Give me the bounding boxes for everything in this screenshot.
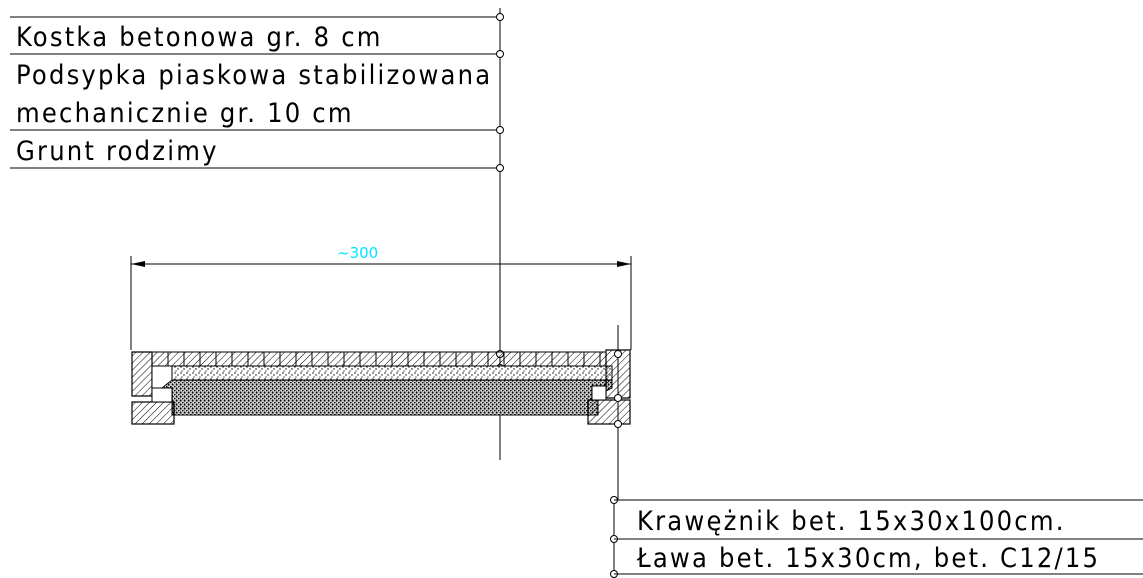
width-dimension: ~300 (130, 244, 632, 350)
curb-label: Krawężnik bet. 15x30x100cm. (637, 506, 1066, 537)
top-legend: Kostka betonowa gr. 8 cm Podsypka piasko… (10, 16, 500, 169)
dimension-label: ~300 (337, 244, 378, 262)
pavement-section (131, 349, 631, 425)
left-curb (131, 351, 153, 397)
layer-label-sand-bed: Podsypka piaskowa stabilizowana (16, 60, 492, 91)
footing-label: Ława bet. 15x30cm, bet. C12/15 (636, 543, 1100, 574)
right-footing (587, 399, 631, 425)
bottom-legend: Krawężnik bet. 15x30x100cm. Ława bet. 15… (614, 499, 1143, 575)
layer-label-native-soil: Grunt rodzimy (16, 136, 219, 167)
paver-joints (167, 352, 601, 366)
left-footing (131, 401, 175, 425)
layer-label-paving: Kostka betonowa gr. 8 cm (16, 22, 383, 53)
layer-label-sand-bed-cont: mechanicznie gr. 10 cm (16, 98, 354, 129)
